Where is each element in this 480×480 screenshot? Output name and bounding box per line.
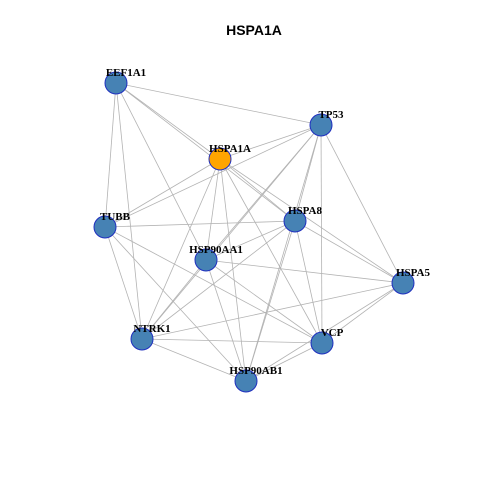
node-hsp90ab1[interactable] [234,369,258,393]
edge-eef1a1-hspa8 [115,82,296,222]
node-label-tp53: TP53 [318,109,344,121]
node-tp53[interactable] [309,113,333,137]
edge-layer [104,82,404,382]
node-hspa5[interactable] [391,271,415,295]
edge-hsp90aa1-hspa5 [205,259,404,284]
edge-vcp-hsp90ab1 [245,342,323,382]
edge-hspa5-ntrk1 [141,282,404,340]
edge-hspa1a-tubb [104,158,221,228]
node-hsp90aa1[interactable] [194,248,218,272]
node-label-tubb: TUBB [100,211,131,223]
node-label-hsp90aa1: HSP90AA1 [189,244,243,256]
node-hspa8[interactable] [283,209,307,233]
edge-ntrk1-vcp [141,338,323,344]
edge-hspa1a-hsp90aa1 [205,158,221,261]
edge-hspa1a-hsp90ab1 [219,158,247,382]
edge-tubb-hsp90ab1 [104,226,247,382]
edge-ntrk1-hsp90ab1 [141,338,247,382]
edge-hsp90aa1-vcp [205,259,323,344]
edge-tubb-vcp [104,226,323,344]
node-label-vcp: VCP [321,327,344,339]
node-label-hspa5: HSPA5 [396,267,431,279]
node-label-ntrk1: NTRK1 [133,323,170,335]
edge-tp53-ntrk1 [141,124,322,340]
edge-hspa8-ntrk1 [141,220,296,340]
edge-hspa1a-hspa5 [219,158,404,284]
edge-tp53-vcp [320,124,323,344]
node-eef1a1[interactable] [104,71,128,95]
node-tubb[interactable] [93,215,117,239]
edge-tubb-ntrk1 [104,226,143,340]
edge-hsp90aa1-ntrk1 [141,259,207,340]
edge-hspa8-hspa5 [294,220,404,284]
edge-hspa1a-hspa8 [219,158,296,222]
edge-tp53-hspa5 [320,124,404,284]
node-label-eef1a1: EEF1A1 [106,67,146,79]
edge-hspa8-hsp90aa1 [205,220,296,261]
node-label-hspa1a: HSPA1A [209,143,251,155]
edge-eef1a1-tp53 [115,82,322,126]
edge-tubb-hspa8 [104,220,296,228]
node-label-hsp90ab1: HSP90AB1 [229,365,282,377]
edge-tp53-hsp90ab1 [245,124,322,382]
edge-eef1a1-hspa1a [115,82,221,160]
node-vcp[interactable] [310,331,334,355]
edge-eef1a1-tubb [104,82,117,228]
node-label-hspa8: HSPA8 [288,205,323,217]
edge-tp53-hspa1a [219,124,322,160]
edge-hspa1a-vcp [219,158,323,344]
node-ntrk1[interactable] [130,327,154,351]
edge-eef1a1-hsp90aa1 [115,82,207,261]
edge-hspa5-vcp [321,282,404,344]
edge-eef1a1-ntrk1 [115,82,143,340]
edge-hsp90aa1-hsp90ab1 [205,259,247,382]
diagram-title: HSPA1A [226,22,282,38]
edge-hspa8-vcp [294,220,323,344]
edge-hspa1a-ntrk1 [141,158,221,340]
node-hspa1a[interactable] [208,147,232,171]
node-layer [93,71,415,393]
edge-hspa8-hsp90ab1 [245,220,296,382]
